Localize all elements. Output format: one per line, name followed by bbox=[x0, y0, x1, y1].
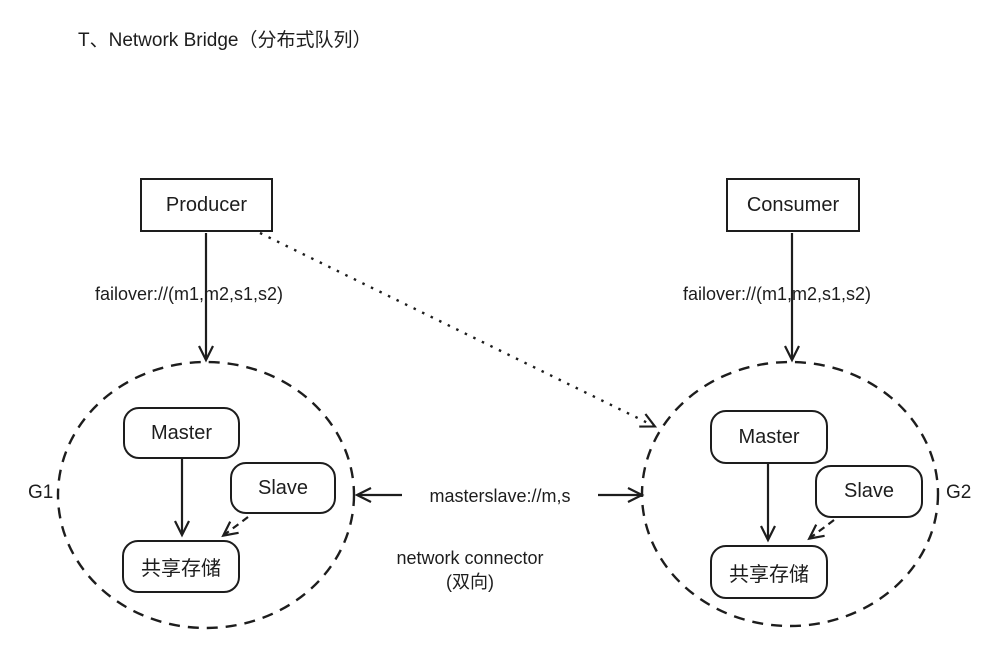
group2-shared-storage-label: 共享存储 bbox=[729, 563, 809, 586]
consumer-node: Consumer bbox=[726, 178, 860, 232]
group1-slave-node: Slave bbox=[230, 462, 336, 514]
group1-shared-storage-label: 共享存储 bbox=[141, 558, 221, 580]
diagram-title: T、Network Bridge（分布式队列） bbox=[78, 30, 372, 51]
group2-slave-node: Slave bbox=[815, 465, 923, 518]
group2-name-label: G2 bbox=[946, 482, 972, 503]
group2-master-label: Master bbox=[738, 425, 800, 448]
consumer-label: Consumer bbox=[746, 193, 840, 216]
masterslave-protocol-label: masterslave://m,s bbox=[402, 485, 598, 507]
producer-label: Producer bbox=[165, 193, 248, 216]
producer-node: Producer bbox=[140, 178, 273, 232]
group2-slave-label: Slave bbox=[843, 480, 895, 502]
consumer-failover-label: failover://(m1,m2,s1,s2) bbox=[683, 284, 872, 304]
network-connector-caption-line1: network connector bbox=[396, 548, 544, 568]
group1-boundary-ellipse bbox=[56, 360, 356, 630]
group2-shared-storage-node: 共享存储 bbox=[710, 545, 828, 599]
network-connector-caption: network connector (双向) bbox=[370, 546, 570, 594]
group1-master-node: Master bbox=[123, 407, 240, 459]
group1-name-label: G1 bbox=[28, 482, 54, 503]
producer-failover-label: failover://(m1,m2,s1,s2) bbox=[95, 284, 284, 304]
group1-shared-storage-node: 共享存储 bbox=[122, 540, 240, 593]
group1-master-label: Master bbox=[150, 421, 213, 444]
group2-master-node: Master bbox=[710, 410, 828, 464]
group2-slave-storage-dashed-arrow bbox=[807, 519, 835, 541]
group1-slave-label: Slave bbox=[257, 476, 309, 499]
producer-bridge-dotted-arrow bbox=[259, 231, 658, 428]
group1-slave-storage-dashed-arrow bbox=[221, 516, 249, 538]
network-connector-caption-line2: (双向) bbox=[446, 572, 494, 592]
